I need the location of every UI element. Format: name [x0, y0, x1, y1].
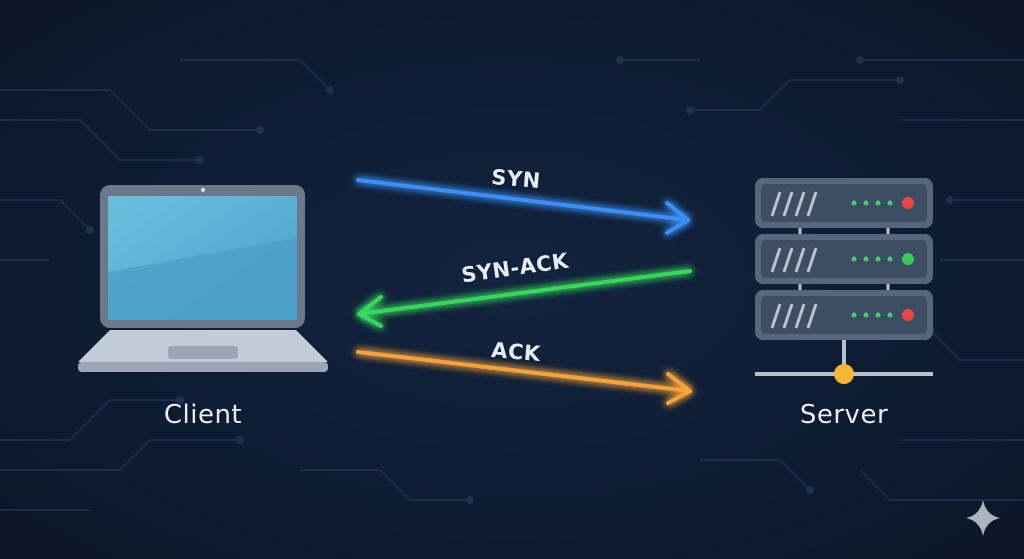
synack-arrow [357, 269, 692, 328]
laptop-icon [78, 185, 328, 372]
syn-arrow [356, 178, 690, 235]
client-label: Client [163, 400, 243, 430]
server-rack-icon [755, 178, 933, 384]
ack-label: ACK [490, 337, 542, 367]
connector-dot [834, 364, 854, 384]
circuit-pattern [0, 59, 1024, 511]
status-light [902, 253, 914, 265]
server-unit-1 [755, 178, 933, 228]
sparkle-icon [966, 500, 1000, 536]
server-unit-2 [755, 234, 933, 284]
status-light [902, 309, 914, 321]
server-unit-3 [755, 290, 933, 340]
syn-label: SYN [490, 164, 542, 194]
status-light [902, 197, 914, 209]
ack-arrow [356, 350, 692, 405]
server-label: Server [799, 400, 889, 430]
